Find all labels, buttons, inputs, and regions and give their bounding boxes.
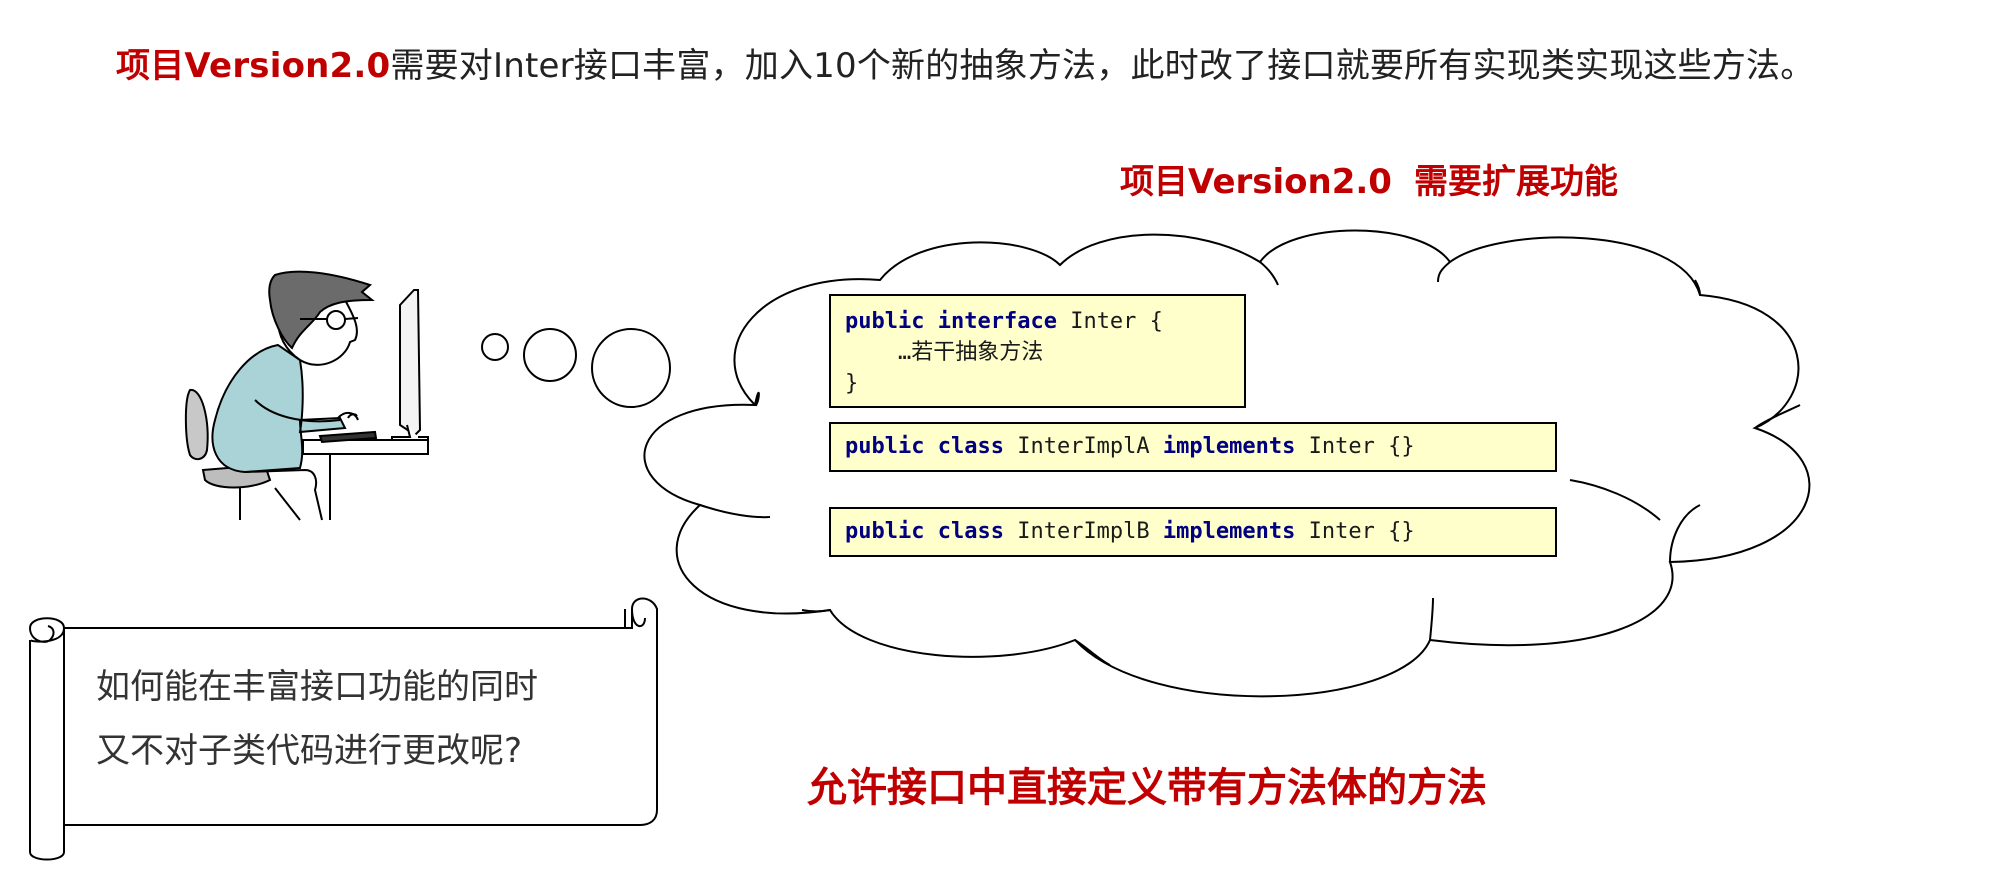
thought-bubble-small [481, 333, 509, 361]
scroll-body [63, 597, 658, 826]
hair [268, 270, 375, 350]
computer [302, 289, 429, 520]
impl-b-rest: Inter {} [1295, 519, 1415, 544]
cloud-inner-arcs [699, 261, 1801, 666]
interface-name: Inter { [1056, 309, 1163, 334]
code-box-interface: public interface Inter { …若干抽象方法 } [829, 294, 1246, 408]
cloud-title-project: 项目Version2.0 [1120, 162, 1392, 202]
interface-body: …若干抽象方法 [845, 340, 1044, 365]
project-version-label: 项目Version2.0 [116, 46, 391, 86]
keyword-public: public [845, 434, 925, 459]
scroll-question: 如何能在丰富接口功能的同时 又不对子类代码进行更改呢? [96, 655, 538, 783]
class-name-impl-b: InterImplB [1003, 519, 1163, 544]
cloud-title-need: 需要扩展功能 [1413, 162, 1618, 202]
keyword-implements: implements [1162, 434, 1296, 459]
keyword-public: public [845, 309, 925, 334]
code-box-impl-a: public class InterImplA implements Inter… [829, 422, 1557, 472]
keyword-interface: interface [937, 309, 1057, 334]
person-illustration [184, 270, 375, 521]
answer-statement: 允许接口中直接定义带有方法体的方法 [807, 765, 1487, 811]
legs [244, 468, 323, 521]
cloud-title: 项目Version2.0 需要扩展功能 [1120, 154, 1618, 203]
scroll-banner [28, 597, 658, 861]
impl-a-rest: Inter {} [1295, 434, 1415, 459]
keyword-public: public [845, 519, 925, 544]
keyword-class: class [937, 434, 1004, 459]
project-requirement-text: 需要对Inter接口丰富，加入10个新的抽象方法，此时改了接口就要所有实现类实现… [390, 46, 1815, 86]
hand [337, 412, 359, 421]
arm [254, 399, 341, 423]
torso-shirt [211, 343, 347, 474]
scroll-question-line-1: 如何能在丰富接口功能的同时 [96, 667, 538, 707]
interface-close: } [845, 371, 859, 396]
monitor [399, 289, 422, 437]
keyword-implements: implements [1162, 519, 1296, 544]
keyword-class: class [937, 519, 1004, 544]
glasses [300, 310, 359, 330]
thought-bubble-large [591, 328, 671, 408]
chair [184, 389, 209, 461]
thought-bubbles [481, 328, 671, 408]
project-description: 项目Version2.0需要对Inter接口丰富，加入10个新的抽象方法，此时改… [116, 38, 1814, 87]
class-name-impl-a: InterImplA [1003, 434, 1163, 459]
scroll-question-line-2: 又不对子类代码进行更改呢? [96, 731, 523, 771]
keyboard [318, 430, 378, 444]
thought-bubble-medium [523, 328, 577, 382]
code-box-impl-b: public class InterImplB implements Inter… [829, 507, 1557, 557]
scroll-left-roll [28, 617, 65, 861]
scroll-right-curl [624, 608, 646, 628]
